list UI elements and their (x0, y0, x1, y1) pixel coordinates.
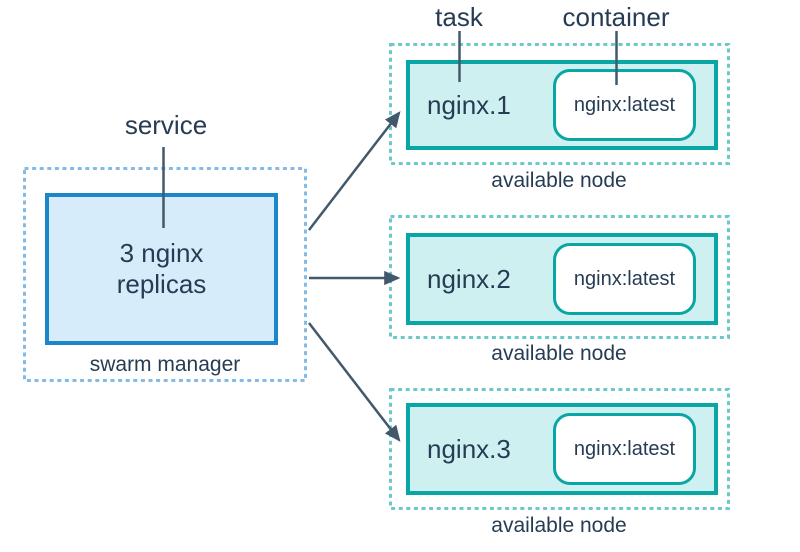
node-3-container-box: nginx:latest (553, 413, 696, 485)
node-2-container-box: nginx:latest (553, 243, 696, 315)
node-3-container-image: nginx:latest (573, 437, 676, 460)
node-1-caption: available node (491, 169, 627, 192)
node-3-task-box: nginx.3 nginx:latest (406, 403, 718, 495)
node-2-caption: available node (491, 342, 627, 365)
swarm-manager-caption: swarm manager (89, 353, 241, 376)
service-box-text-line2: replicas (116, 269, 207, 299)
container-label: container (562, 2, 670, 32)
node-1-container-box: nginx:latest (553, 69, 696, 141)
service-box-text-line1: 3 nginx (119, 238, 204, 268)
node-1-task-box: nginx.1 nginx:latest (406, 60, 718, 150)
node-3-caption: available node (491, 514, 627, 537)
service-label: service (124, 110, 208, 140)
node-2-container-image: nginx:latest (573, 267, 676, 290)
service-box: 3 nginx replicas (45, 193, 278, 345)
arrow-to-node-3 (308, 322, 401, 442)
node-2-task-box: nginx.2 nginx:latest (406, 233, 718, 325)
arrow-to-node-1 (308, 111, 401, 231)
node-2-task-name: nginx.2 (427, 263, 511, 294)
node-1-container-image: nginx:latest (573, 93, 676, 116)
node-3-task-name: nginx.3 (427, 433, 511, 464)
task-label: task (435, 2, 483, 32)
node-1-task-name: nginx.1 (427, 89, 511, 120)
